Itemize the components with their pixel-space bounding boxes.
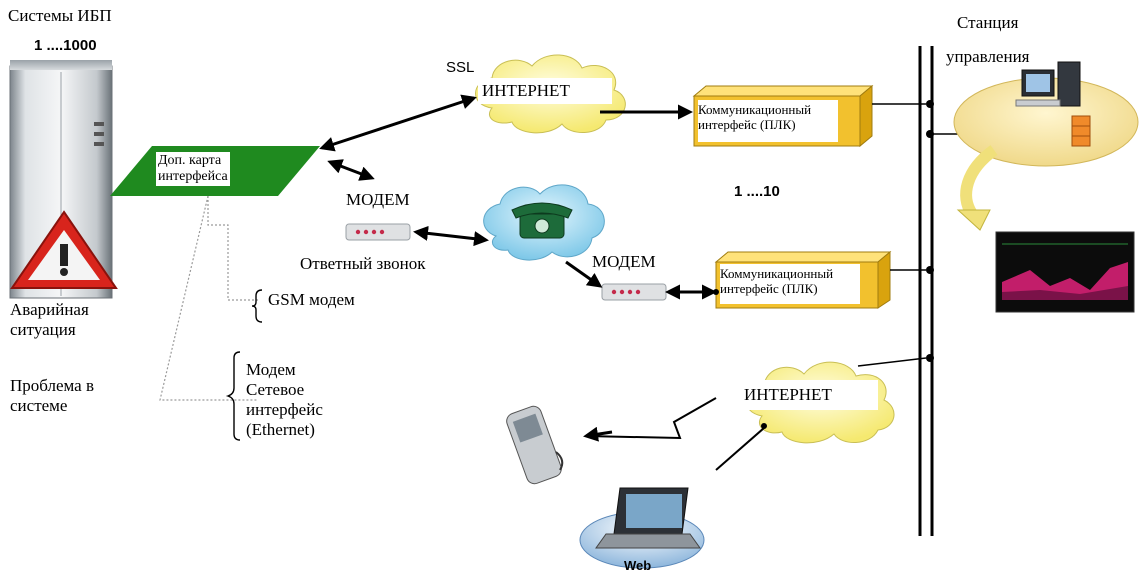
ups-count: 1 ....1000 bbox=[34, 37, 97, 54]
web-label: Web bbox=[624, 558, 652, 573]
database-icon bbox=[1071, 115, 1091, 147]
plc-bottom-label: Коммуникационный интерфейс (ПЛК) bbox=[720, 266, 834, 296]
interface-card-label: Доп. карта интерфейса bbox=[156, 152, 230, 186]
monitor-chart-icon bbox=[995, 231, 1135, 313]
callback-label: Ответный звонок bbox=[300, 254, 426, 273]
modem-left-label: МОДЕМ bbox=[346, 190, 410, 209]
modem-icon bbox=[345, 223, 411, 241]
problem-label: Проблема в системе bbox=[10, 376, 94, 415]
gsm-modem-label: GSM модем bbox=[268, 290, 355, 309]
laptop-icon bbox=[595, 487, 701, 549]
internet-bottom-label: ИНТЕРНЕТ bbox=[740, 380, 878, 410]
control-station-label: Станция управления bbox=[946, 13, 1030, 66]
modem-right-label: МОДЕМ bbox=[592, 252, 656, 271]
connection-arrows bbox=[319, 94, 765, 471]
warning-triangle-icon bbox=[10, 210, 118, 289]
internet-top-label: ИНТЕРНЕТ bbox=[478, 78, 612, 104]
modem-network-label: Модем Сетевое интерфейс (Ethernet) bbox=[246, 360, 323, 439]
ups-systems-title: Системы ИБП bbox=[8, 6, 112, 25]
ssl-label: SSL bbox=[446, 59, 475, 76]
plc-top-label: Коммуникационный интерфейс (ПЛК) bbox=[698, 102, 812, 132]
computer-icon bbox=[1015, 61, 1081, 107]
alarm-label: Аварийная ситуация bbox=[10, 300, 89, 339]
mobile-phone-icon bbox=[506, 405, 564, 485]
phone-icon bbox=[511, 202, 573, 239]
plc-box-bottom bbox=[714, 250, 892, 309]
plc-count: 1 ....10 bbox=[734, 183, 780, 200]
modem-icon bbox=[601, 283, 667, 301]
plc-box-top bbox=[692, 84, 874, 148]
